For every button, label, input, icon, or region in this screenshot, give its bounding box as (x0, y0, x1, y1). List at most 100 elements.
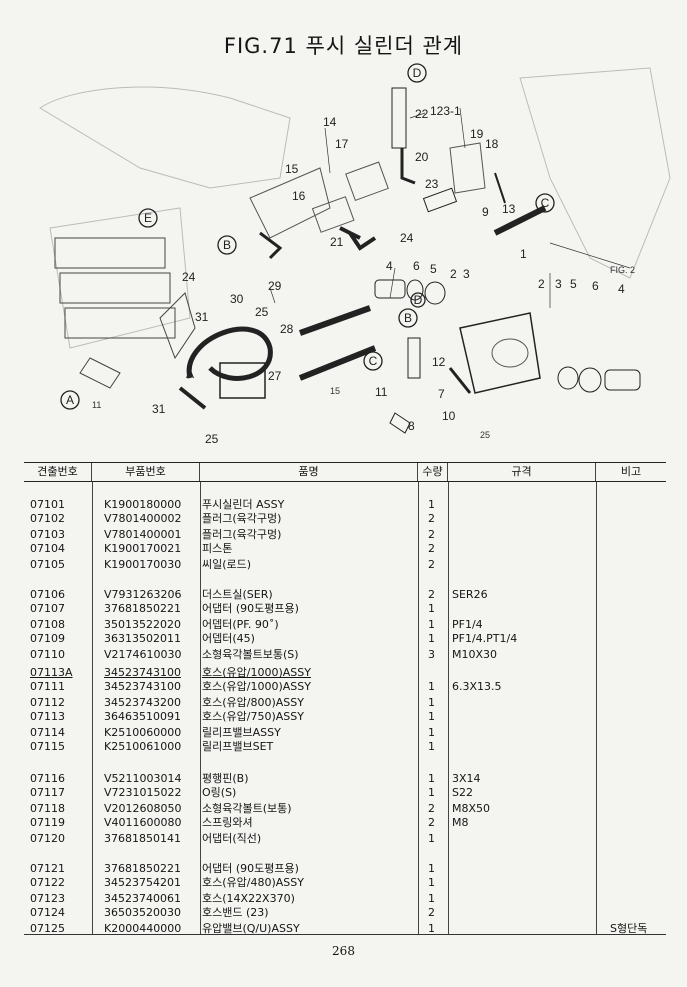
cell-part-no: 35013522020 (104, 618, 181, 631)
part-label: 7 (438, 387, 445, 401)
cell-part-name: 호스(14X22X370) (202, 892, 295, 905)
part-label: 20 (415, 150, 429, 164)
cell-ref-no: 07105 (30, 558, 65, 571)
cell-qty: 1 (428, 786, 435, 799)
part-label: 9 (482, 205, 489, 219)
cell-part-name: 호스(유압/800)ASSY (202, 696, 304, 709)
cell-ref-no: 07120 (30, 832, 65, 845)
part-label: 18 (485, 137, 499, 151)
cell-part-name: O링(S) (202, 786, 237, 799)
cell-part-no: K1900170030 (104, 558, 182, 571)
cell-ref-no: 07113A (30, 666, 73, 679)
callout-label: A (186, 367, 194, 381)
callout-label: C (369, 354, 378, 368)
part-label: 123-1 (430, 104, 461, 118)
part-label: 4 (618, 282, 625, 296)
part-label: 13 (502, 202, 516, 216)
cell-part-no: V5211003014 (104, 772, 182, 785)
diagram-svg: D E B A C B C D A 14 22 123-1 19 18 17 2… (39, 63, 671, 446)
cell-ref-no: 07106 (30, 588, 65, 601)
cell-qty: 2 (428, 906, 435, 919)
cell-qty: 2 (428, 816, 435, 829)
cell-qty: 1 (428, 618, 435, 631)
cell-qty: 1 (428, 710, 435, 723)
table-header: 견출번호 부품번호 품명 수량 규격 비고 (24, 463, 666, 482)
part-label: 24 (400, 231, 414, 245)
cell-remark: S형단독 (610, 922, 648, 935)
header-ref-no: 견출번호 (24, 463, 92, 481)
cell-spec: PF1/4.PT1/4 (452, 632, 518, 645)
part-label: 22 (415, 107, 429, 121)
cell-ref-no: 07102 (30, 512, 65, 525)
cell-qty: 1 (428, 832, 435, 845)
figure-title: FIG.71 푸시 실린더 관계 (223, 34, 464, 58)
cell-qty: 1 (428, 696, 435, 709)
cell-ref-no: 07119 (30, 816, 65, 829)
cell-ref-no: 07116 (30, 772, 65, 785)
cell-qty: 2 (428, 542, 435, 555)
cell-qty: 3 (428, 648, 435, 661)
cell-part-no: V4011600080 (104, 816, 182, 829)
cell-qty: 1 (428, 602, 435, 615)
cell-qty: 2 (428, 528, 435, 541)
cell-spec: 6.3X13.5 (452, 680, 502, 693)
cell-part-name: 피스톤 (202, 542, 233, 555)
part-label: 8 (408, 419, 415, 433)
cell-ref-no: 07122 (30, 876, 65, 889)
cell-part-no: 37681850221 (104, 862, 181, 875)
cell-ref-no: 07101 (30, 498, 65, 511)
cell-ref-no: 07104 (30, 542, 65, 555)
cell-spec: SER26 (452, 588, 488, 601)
cell-part-name: 호스(유압/480)ASSY (202, 876, 304, 889)
cell-qty: 1 (428, 922, 435, 935)
cell-ref-no: 07118 (30, 802, 65, 815)
cell-part-name: 플러그(육각구멍) (202, 528, 282, 541)
cell-qty: 1 (428, 726, 435, 739)
part-label: 25 (255, 305, 269, 319)
cell-part-name: 푸시실린더 ASSY (202, 498, 285, 511)
cell-part-name: 릴리프밸브ASSY (202, 726, 281, 739)
part-label: 10 (442, 409, 456, 423)
part-label: 15 (285, 162, 299, 176)
part-label: 5 (570, 277, 577, 291)
cell-part-name: 릴리프밸브SET (202, 740, 274, 753)
cell-part-name: 어뎁터(45) (202, 632, 255, 645)
callout-label: B (223, 238, 231, 252)
header-part-no: 부품번호 (92, 463, 200, 481)
part-label: 5 (430, 262, 437, 276)
cell-spec: M8 (452, 816, 469, 829)
cell-part-name: 어댑터 (90도평프용) (202, 862, 299, 875)
cell-part-no: K1900170021 (104, 542, 182, 555)
callout-label: A (66, 393, 74, 407)
part-label: 31 (152, 402, 166, 416)
cell-part-name: 호스밴드 (23) (202, 906, 269, 919)
callout-label: B (404, 311, 412, 325)
table-row: 07104 K1900170021 피스톤 2 (24, 542, 666, 556)
cell-ref-no: 07113 (30, 710, 65, 723)
cell-spec: M8X50 (452, 802, 491, 815)
cell-part-name: 더스트실(SER) (202, 588, 273, 601)
cell-part-no: V7801400001 (104, 528, 182, 541)
part-label: 23 (425, 177, 439, 191)
cell-part-name: 스프링와셔 (202, 816, 253, 829)
cell-part-name: 유압밸브(Q/U)ASSY (202, 922, 300, 935)
cell-qty: 1 (428, 740, 435, 753)
part-label: 14 (323, 115, 337, 129)
part-label: 4 (386, 259, 393, 273)
cell-part-no: 34523754201 (104, 876, 181, 889)
cell-spec: M10X30 (452, 648, 498, 661)
